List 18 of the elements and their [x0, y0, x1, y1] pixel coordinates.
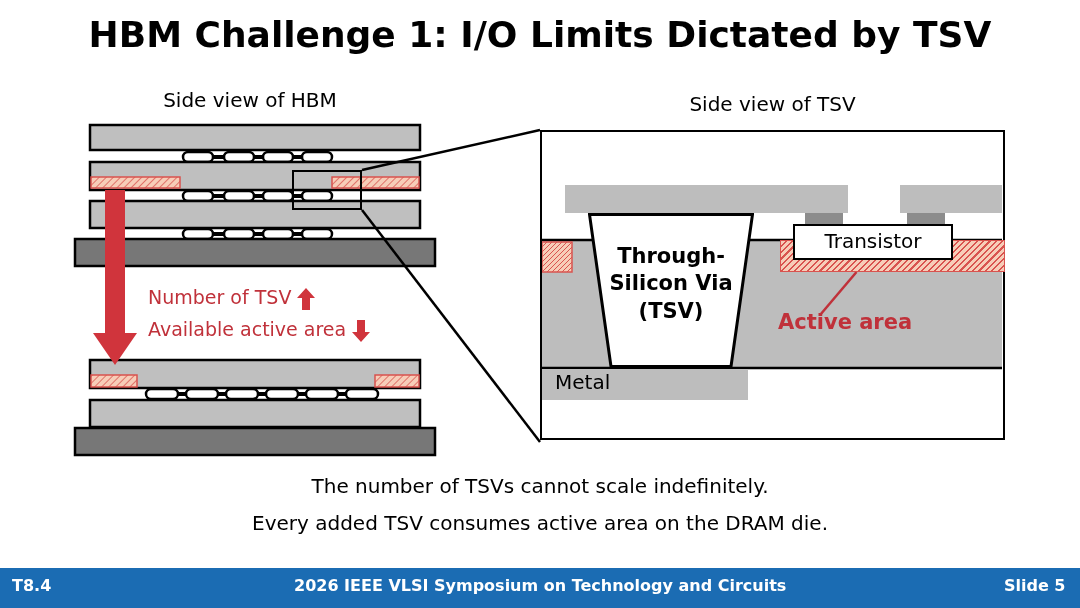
caption-text: The number of TSVs cannot scale indefinitely. — [310, 474, 770, 498]
footer-text: T8.4 — [12, 576, 52, 595]
view-heading: Side view of TSV — [688, 92, 857, 116]
caption-text: Every added TSV consumes active area on the DRAM die. — [251, 511, 829, 535]
active-area-label: Active area — [778, 310, 913, 334]
slide-title: HBM Challenge 1: I/O Limits Dictated by TSV — [87, 14, 993, 55]
tsv-label: Through-Silicon Via (TSV) — [608, 243, 734, 325]
view-heading: Side view of HBM — [162, 88, 338, 112]
layer-label: Metal — [555, 370, 611, 394]
annotation-text: Number of TSV — [148, 286, 292, 308]
transistor-box: Transistor — [793, 224, 953, 260]
annotation-text: Available active area — [148, 318, 347, 340]
zoom-line — [361, 209, 541, 443]
zoom-frame — [292, 170, 362, 210]
footer-text: Slide 5 — [1004, 576, 1066, 595]
footer-text: 2026 IEEE VLSI Symposium on Technology and Circuits — [294, 576, 787, 595]
zoom-line — [361, 128, 541, 172]
leader-line — [819, 271, 858, 315]
